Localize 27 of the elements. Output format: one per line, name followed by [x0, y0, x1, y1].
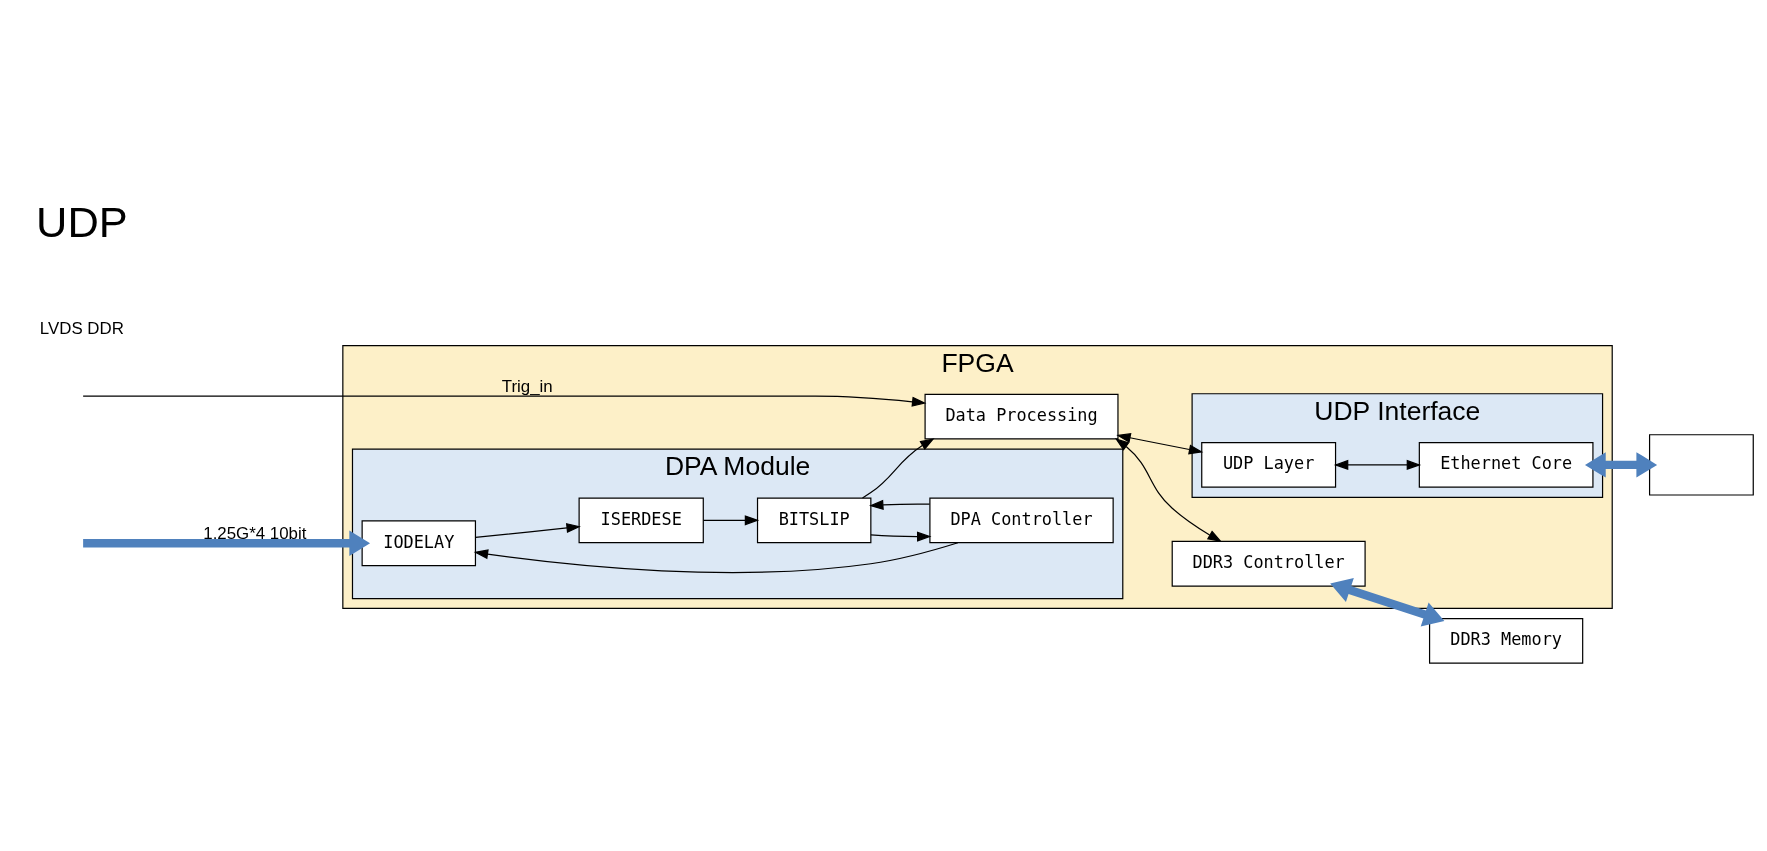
- arrow: [474, 522, 581, 538]
- arrow: [82, 395, 927, 407]
- arrow: [1330, 577, 1445, 627]
- node-box: DPA Controller: [929, 496, 1114, 543]
- arrow: [870, 531, 932, 542]
- node-box: DDR3 Memory: [1428, 617, 1584, 664]
- node-box: UDP Layer: [1201, 441, 1337, 488]
- node-box: Ethernet Core: [1418, 441, 1594, 488]
- node-box: IODELAY: [361, 519, 477, 566]
- node-box: [1648, 433, 1754, 496]
- arrow: [1116, 432, 1204, 454]
- arrow: [83, 530, 371, 556]
- arrow: [1333, 459, 1422, 470]
- label: UDP: [36, 197, 128, 246]
- label: LVDS DDR: [39, 318, 124, 338]
- edge-label: Trig_in: [501, 376, 553, 396]
- arrow: [1114, 437, 1222, 542]
- arrow: [473, 541, 959, 573]
- node-box: Data Processing: [924, 393, 1119, 440]
- edge-label: 1.25G*4 10bit: [203, 523, 307, 543]
- arrow: [869, 499, 931, 510]
- arrow: [1585, 451, 1658, 478]
- node-box: DDR3 Controller: [1171, 540, 1366, 587]
- arrow: [702, 514, 760, 525]
- node-box: ISERDESE: [578, 496, 704, 543]
- arrow: [861, 437, 935, 499]
- node-box: BITSLIP: [756, 496, 872, 543]
